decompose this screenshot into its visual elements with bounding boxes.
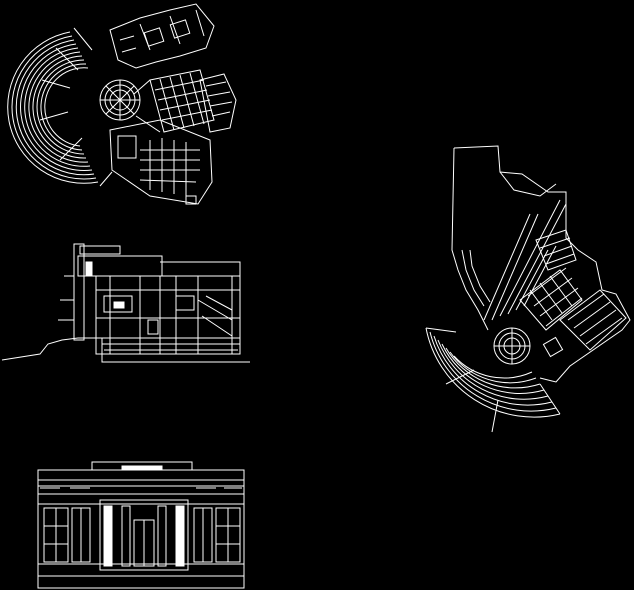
rotunda xyxy=(100,80,140,120)
ground-line xyxy=(2,338,250,362)
plan-drawing-right[interactable] xyxy=(426,146,630,432)
right-seating-arcs xyxy=(426,328,560,432)
section-walls xyxy=(58,244,240,354)
right-grid-blocks xyxy=(520,230,626,357)
site-outline xyxy=(452,146,630,382)
right-rotunda xyxy=(494,328,530,364)
elevation-drawing[interactable] xyxy=(38,462,244,588)
section-drawing[interactable] xyxy=(2,244,250,362)
plan-rooms xyxy=(110,4,236,204)
elevation-windows xyxy=(44,508,240,562)
elevation-outline xyxy=(38,462,244,588)
plan-drawing-top-left[interactable] xyxy=(8,4,236,204)
diagonal-walls xyxy=(484,200,566,320)
seating-arcs xyxy=(8,28,112,186)
elevation-portico xyxy=(40,488,242,570)
